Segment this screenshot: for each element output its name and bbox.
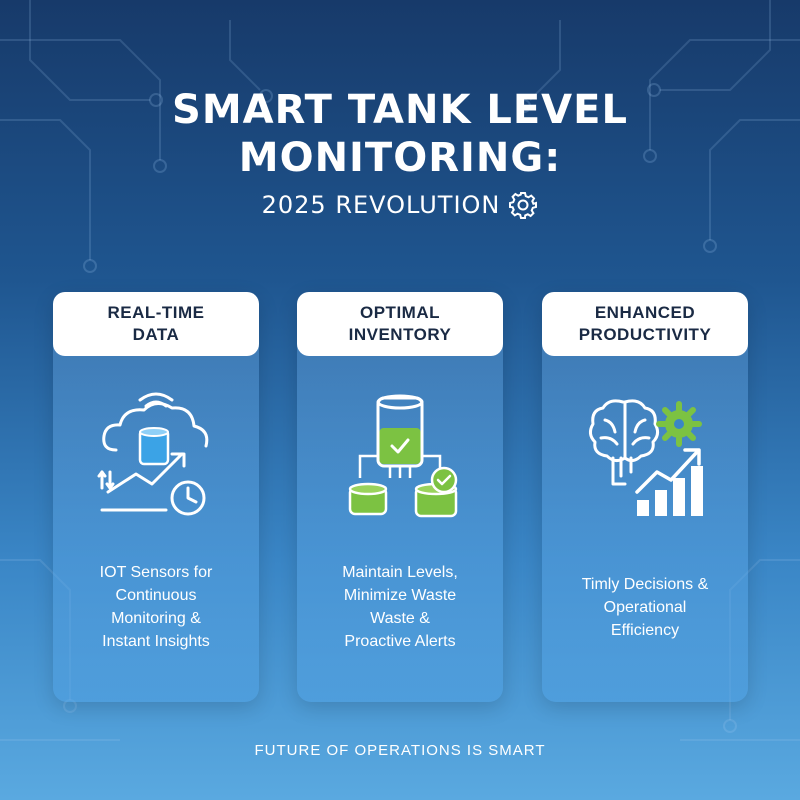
gear-icon bbox=[509, 192, 538, 219]
card-description: IOT Sensors for Continuous Monitoring & … bbox=[99, 564, 213, 650]
card-heading-line-1: REAL-TIME bbox=[107, 303, 205, 322]
card-heading-line-2: DATA bbox=[132, 325, 180, 344]
cloud-sensor-chart-icon bbox=[97, 392, 209, 516]
title-line-1: SMART TANK LEVEL bbox=[172, 87, 628, 133]
tank-inventory-icon bbox=[348, 394, 458, 518]
card-heading: ENHANCED PRODUCTIVITY bbox=[542, 292, 748, 356]
subtitle-text: 2025 REVOLUTION bbox=[261, 191, 501, 219]
title-line-2: MONITORING: bbox=[238, 135, 562, 181]
page-subtitle: 2025 REVOLUTION bbox=[0, 190, 800, 220]
card-heading: OPTIMAL INVENTORY bbox=[297, 292, 503, 356]
card-heading-line-2: PRODUCTIVITY bbox=[578, 325, 712, 344]
page-title: SMART TANK LEVEL MONITORING: bbox=[0, 86, 800, 182]
card-description: Maintain Levels, Minimize Waste Waste & … bbox=[342, 564, 458, 650]
card-enhanced-productivity: ENHANCED PRODUCTIVITY bbox=[542, 292, 748, 702]
brain-gear-growth-icon bbox=[588, 399, 703, 516]
card-heading-line-1: OPTIMAL bbox=[360, 303, 440, 322]
card-description: Timly Decisions & Operational Efficiency bbox=[581, 575, 709, 639]
footer-tagline: FUTURE OF OPERATIONS IS SMART bbox=[254, 742, 546, 759]
card-heading-line-2: INVENTORY bbox=[348, 325, 452, 344]
card-real-time-data: REAL-TIME DATA IOT Sensors for Continuou… bbox=[53, 292, 259, 702]
card-optimal-inventory: OPTIMAL INVENTORY Maintain Levels, Minim… bbox=[297, 292, 503, 702]
card-heading-line-1: ENHANCED bbox=[594, 303, 696, 322]
card-heading: REAL-TIME DATA bbox=[53, 292, 259, 356]
